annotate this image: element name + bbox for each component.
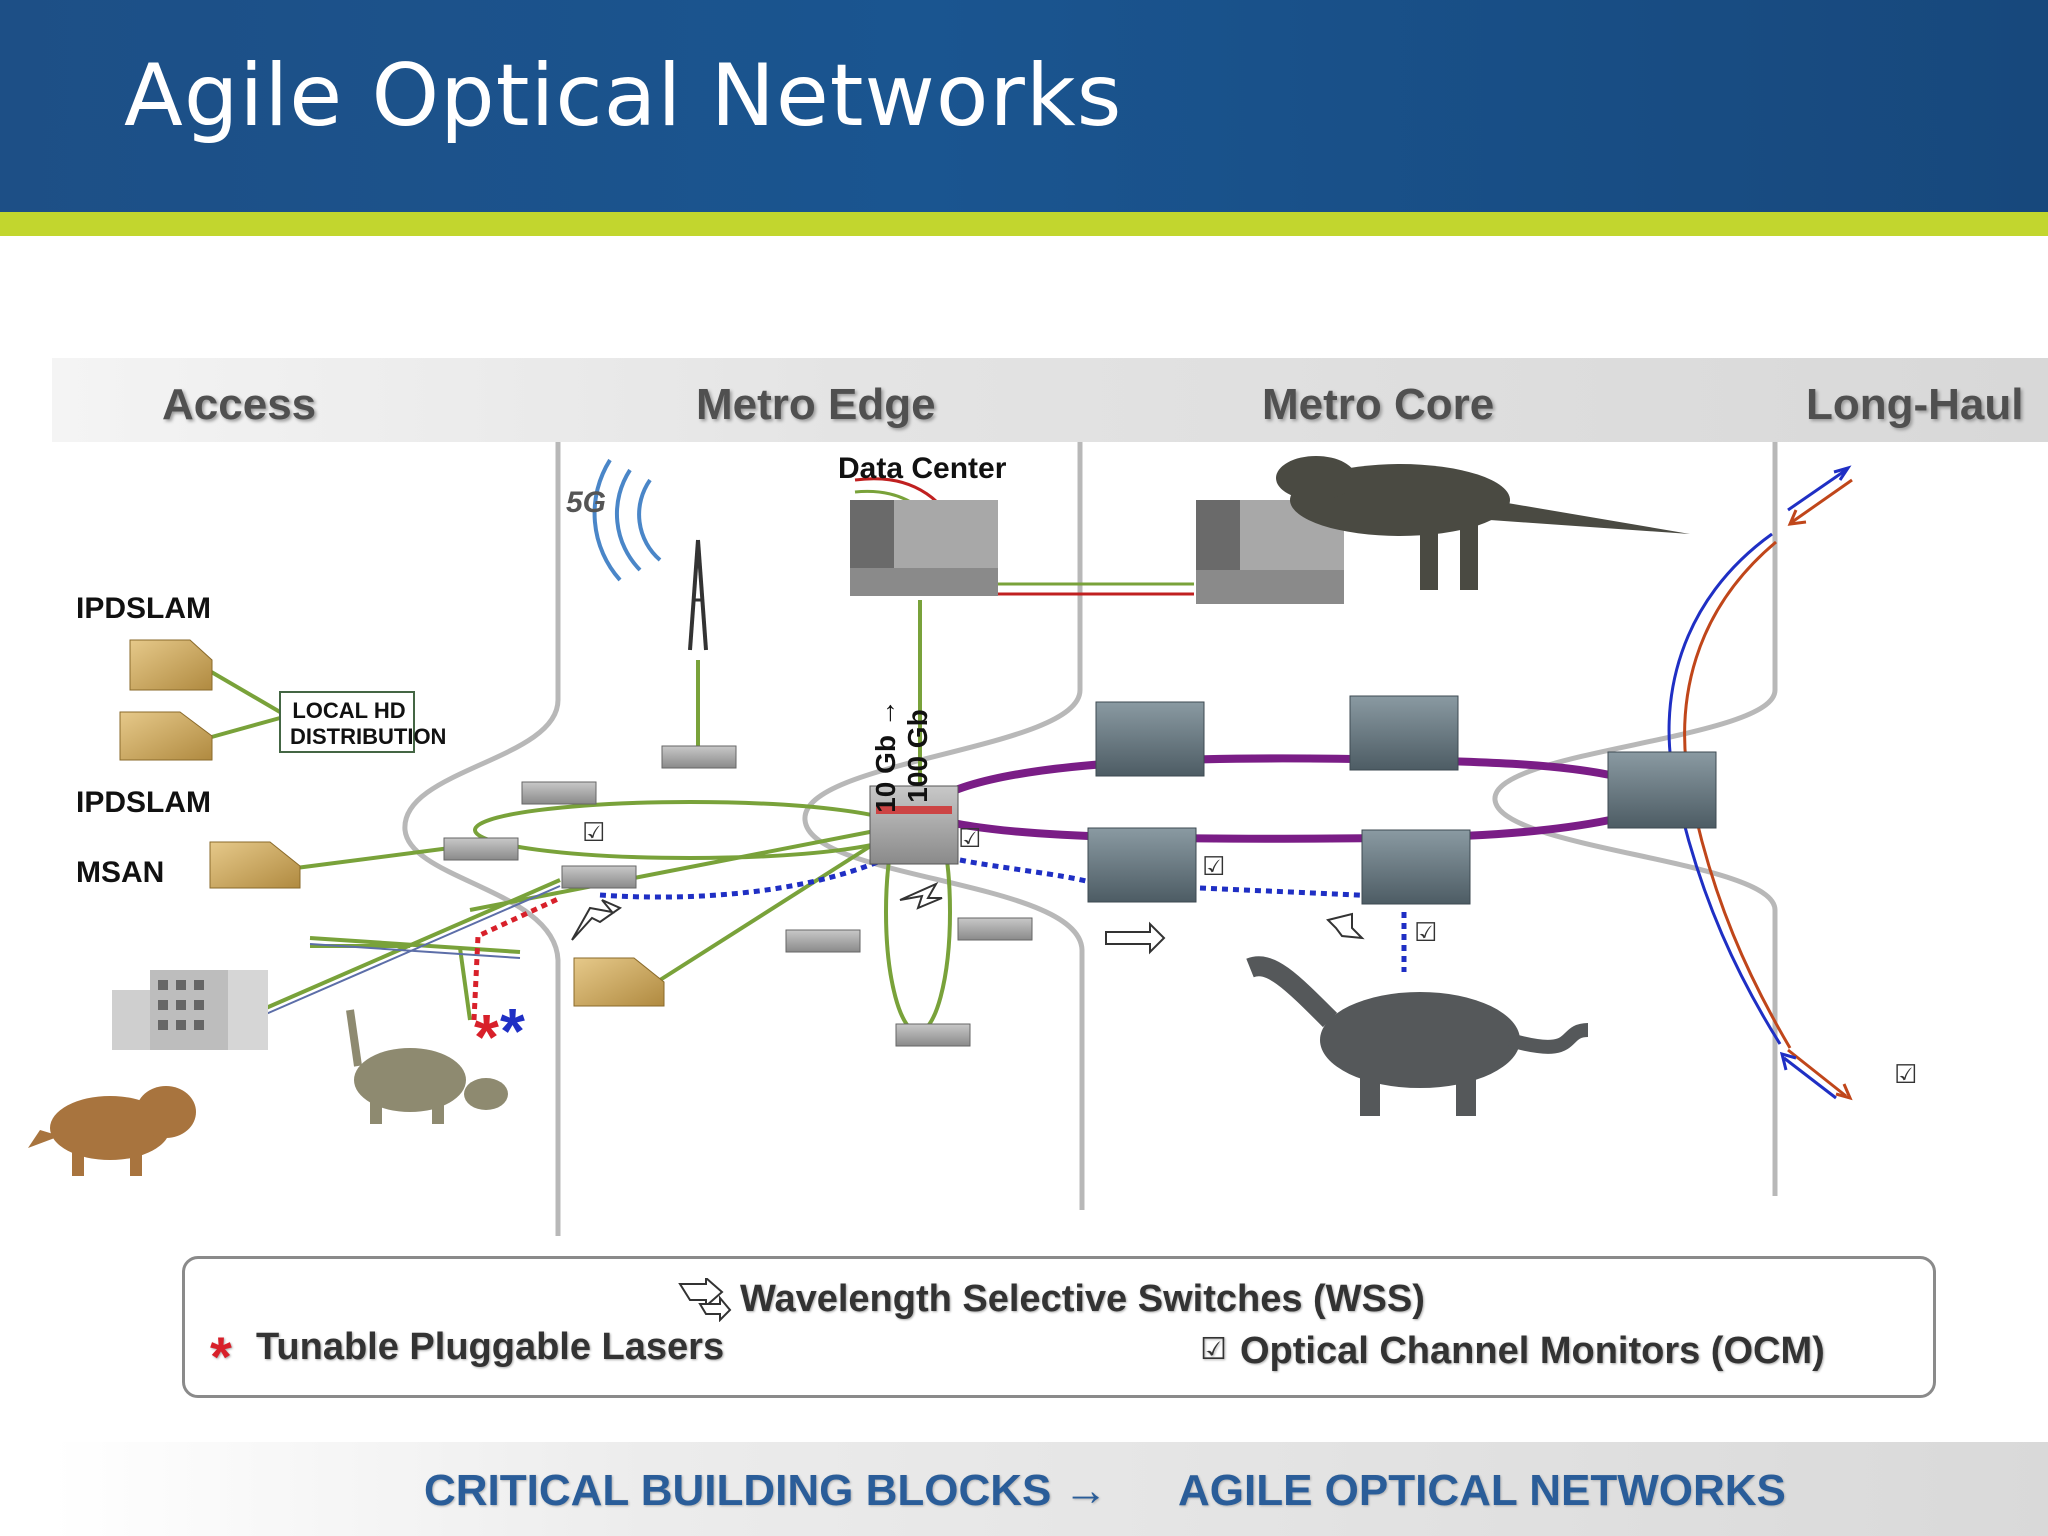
zone-header-band: [52, 358, 2048, 442]
ocm-check-icon: ☑: [582, 818, 606, 848]
office-building-icon: [112, 970, 268, 1050]
footer-left-text: CRITICAL BUILDING BLOCKS →: [424, 1466, 1108, 1515]
data-center-icon: [850, 500, 1344, 604]
ocm-check-icon: ☑: [1200, 1332, 1227, 1367]
legend-box: [182, 1256, 1936, 1398]
dotted-path-edge: [599, 849, 902, 900]
cell-tower-icon: [592, 458, 708, 651]
data-center-label: Data Center: [838, 452, 1007, 485]
metro-edge-ring: [473, 800, 907, 860]
legend-wss: Wavelength Selective Switches (WSS): [740, 1278, 1425, 1320]
ipdslam-label-1: IPDSLAM: [76, 592, 211, 625]
accent-bar: [0, 212, 2048, 236]
dslam-icon: [119, 639, 665, 1007]
zone-boundaries: [402, 442, 1778, 1236]
ipdslam-label-2: IPDSLAM: [76, 786, 211, 819]
wss-icon: [678, 1278, 732, 1322]
ocm-check-icon: ☑: [1202, 852, 1226, 882]
trex-image: [1276, 456, 1690, 590]
ocm-check-icon: ☑: [1894, 1060, 1918, 1090]
optical-switch-icon: [869, 785, 959, 865]
metro-core-ring-bottom: [933, 814, 1611, 843]
zone-label-long-haul: Long-Haul: [1806, 380, 2024, 429]
local-hd-label: LOCAL HD DISTRIBUTION: [290, 698, 447, 749]
zone-label-metro-edge: Metro Edge: [696, 380, 936, 429]
metro-core-ring-top: [932, 754, 1611, 804]
five-g-label: 5G: [566, 486, 606, 519]
speed-label: 10 Gb → 100 Gb: [870, 699, 933, 813]
optical-switch-icon: [1087, 695, 1717, 905]
footer-band: [52, 1442, 2048, 1536]
title-banner: [0, 0, 2048, 212]
legend-ocm: Optical Channel Monitors (OCM): [1240, 1330, 1825, 1372]
dotted-path-core: [959, 857, 1091, 885]
ocm-check-icon: ☑: [958, 824, 982, 854]
ankylosaurus-image: [346, 1009, 508, 1124]
laser-star-icon: *: [500, 995, 525, 1067]
long-haul-arrows: [1779, 465, 1853, 1101]
laser-star-icon: *: [210, 1325, 232, 1388]
access-links: [206, 668, 882, 1021]
msan-label: MSAN: [76, 856, 165, 889]
footer-right-text: AGILE OPTICAL NETWORKS: [1178, 1466, 1786, 1515]
laser-path-red: [471, 895, 562, 1021]
wss-icon: [571, 881, 1365, 955]
slide-title: Agile Optical Networks: [124, 46, 1123, 146]
zone-label-metro-core: Metro Core: [1262, 380, 1495, 429]
triceratops-image: [28, 1086, 196, 1176]
ocm-check-icon: ☑: [1414, 918, 1438, 948]
legend-lasers: Tunable Pluggable Lasers: [256, 1326, 725, 1368]
brontosaurus-image: [1246, 956, 1589, 1116]
local-hd-box: [279, 691, 415, 753]
router-icon: [443, 745, 1033, 1047]
zone-label-access: Access: [162, 380, 317, 429]
laser-star-icon: *: [474, 1001, 499, 1073]
